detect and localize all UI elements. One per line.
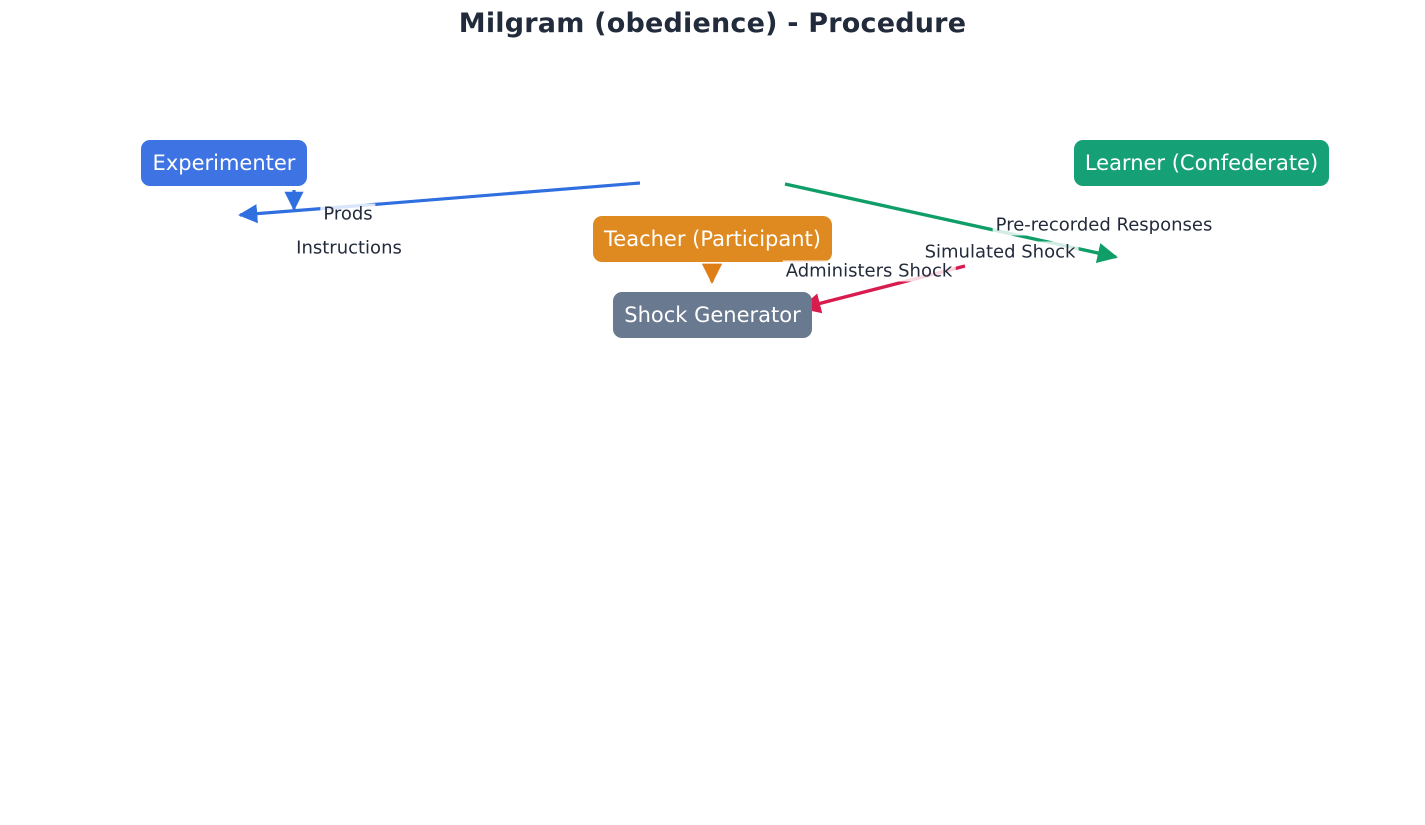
node-experimenter-label: Experimenter xyxy=(152,150,296,175)
node-learner[interactable]: Learner (Confederate) xyxy=(1074,140,1329,186)
edge-label-prerecorded-responses: Pre-recorded Responses xyxy=(992,214,1216,236)
node-teacher-label: Teacher (Participant) xyxy=(604,226,821,251)
node-experimenter[interactable]: Experimenter xyxy=(141,140,307,186)
edge-label-instructions: Instructions xyxy=(293,237,405,259)
edge-line-instructions xyxy=(238,181,641,224)
edge-label-prods: Prods xyxy=(320,203,376,225)
page-title: Milgram (obedience) - Procedure xyxy=(458,8,967,39)
node-teacher[interactable]: Teacher (Participant) xyxy=(593,216,832,262)
edge-label-simulated-shock: Simulated Shock xyxy=(921,241,1079,263)
node-learner-label: Learner (Confederate) xyxy=(1084,150,1319,175)
edge-label-administers-shock: Administers Shock xyxy=(782,260,956,282)
node-shock-generator-label: Shock Generator xyxy=(624,302,801,327)
node-shock-generator[interactable]: Shock Generator xyxy=(613,292,812,338)
